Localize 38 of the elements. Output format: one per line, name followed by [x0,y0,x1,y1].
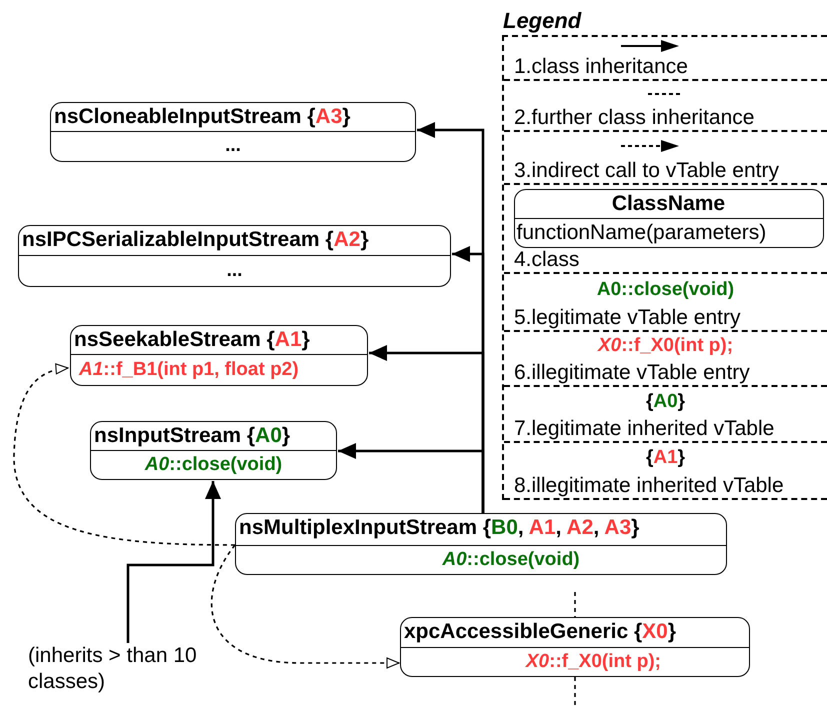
dashed-arrow [211,544,400,668]
legend-text: 1.class inheritance [514,55,689,79]
class-name: nsMultiplexInputStream {B0, A1, A2, A3} [236,514,726,546]
class-name: xpcAccessibleGeneric {X0} [401,618,749,648]
class-name: ClassName [514,190,822,219]
method-text: ... [226,258,242,283]
method-text: X0::f_X0(int p); [526,650,662,674]
method-text: A1::f_B1(int p1, float p2) [79,358,299,382]
legend-text: 2.further class inheritance [514,106,756,130]
class-name: nsInputStream {A0} [91,422,336,451]
class-box [400,617,750,677]
vtable-entry-sample: X0::f_X0(int p); [598,334,734,358]
class-box [90,421,337,480]
class-name: nsSeekableStream {A1} [71,326,367,355]
note-text: (inherits > than 10 classes) [28,643,213,695]
vtable-sample: {A0} [646,390,686,414]
class-name: nsIPCSerializableInputStream {A2} [19,226,450,256]
vtable-sample: {A1} [646,446,686,470]
legend-text: 6.illegitimate vTable entry [514,361,751,385]
method-text: A0::close(void) [441,548,580,572]
legend-text: 3.indirect call to vTable entry [514,159,780,183]
dashed-arrow [13,364,235,546]
class-box [50,102,416,162]
legend-text: 7.legitimate inherited vTable [514,417,776,441]
class-box [70,325,368,386]
legend-text: 5.legitimate vTable entry [514,306,742,330]
class-name: nsCloneableInputStream {A3} [51,103,415,132]
class-box [235,513,727,575]
arrow [338,443,484,513]
arrow [126,481,221,643]
legend-title: Legend [503,7,582,35]
vtable-entry-sample: A0::close(void) [596,278,734,302]
function-text: functionName(parameters) [516,220,768,246]
class-box [18,225,451,287]
method-text: ... [225,134,241,158]
method-text: A0::close(void) [144,453,282,477]
legend-text: 4.class [514,248,580,272]
legend-text: 8.illegitimate inherited vTable [514,474,785,498]
